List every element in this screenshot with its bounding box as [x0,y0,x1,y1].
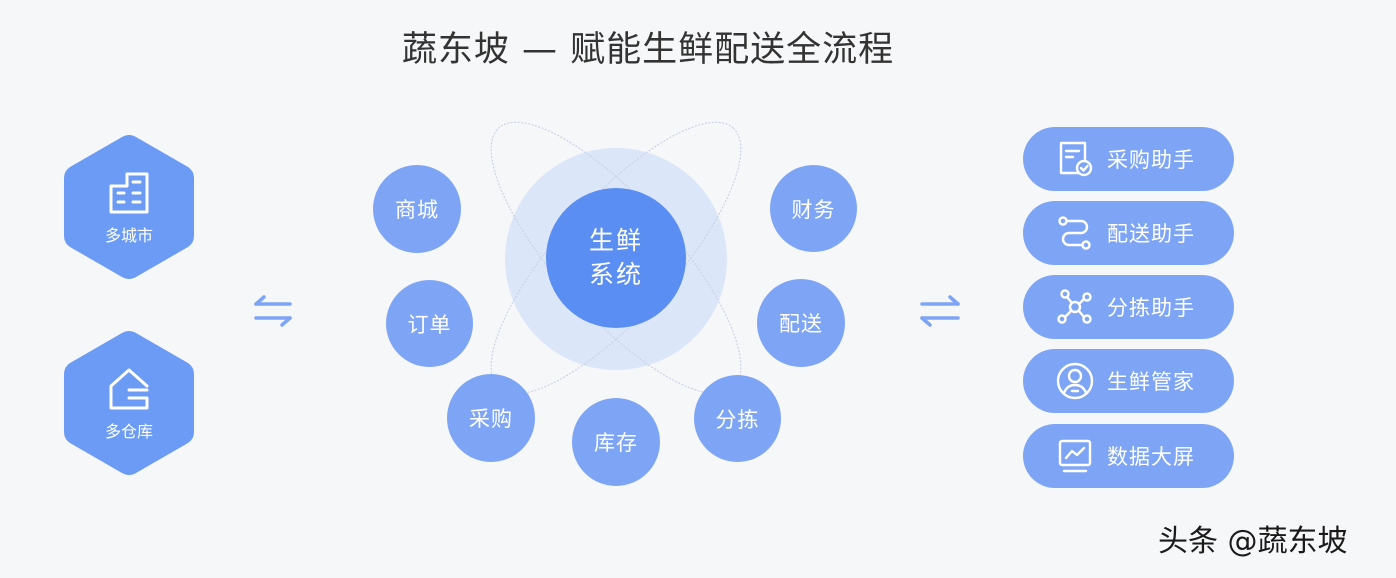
module-inventory: 库存 [572,398,660,486]
module-purchase: 采购 [447,374,535,462]
tool-label: 生鲜管家 [1107,370,1195,394]
core-label-line2: 系统 [588,260,643,289]
document-check-icon [1059,141,1093,177]
watermark: 头条 @蔬东坡 [1158,524,1348,559]
hexagon-shape [64,331,194,475]
warehouse-icon [109,368,149,410]
hex-multi-city: 多城市 [64,134,194,280]
tool-sorting-assistant: 分拣助手 [1023,275,1234,339]
hex-label: 多仓库 [104,422,153,441]
core-label-line1: 生鲜 [588,226,643,255]
monitor-chart-icon [1058,439,1092,473]
tool-purchase-assistant: 采购助手 [1023,127,1234,191]
bidirectional-arrow-icon [920,295,960,327]
hex-label: 多城市 [104,226,153,245]
buildings-icon [109,172,149,214]
module-label: 采购 [469,407,513,431]
module-label: 分拣 [715,407,760,432]
route-icon [1058,216,1091,250]
core-system-node: 生鲜 系统 [546,188,686,328]
user-profile-icon [1056,362,1094,400]
module-label: 配送 [779,312,823,336]
tool-label: 配送助手 [1107,222,1195,246]
tool-delivery-assistant: 配送助手 [1023,201,1234,265]
module-label: 订单 [407,312,452,337]
page-title: 蔬东坡 — 赋能生鲜配送全流程 [401,30,895,70]
module-label: 库存 [594,431,638,455]
hex-multi-warehouse: 多仓库 [64,330,194,476]
module-finance: 财务 [770,165,857,252]
module-sorting: 分拣 [694,375,781,462]
tool-fresh-manager: 生鲜管家 [1023,349,1234,413]
module-order: 订单 [386,280,473,367]
module-label: 商城 [395,198,439,222]
network-nodes-icon [1057,289,1092,324]
tool-label: 数据大屏 [1107,445,1195,469]
tool-label: 分拣助手 [1107,296,1195,320]
tool-label: 采购助手 [1107,148,1195,172]
module-shop: 商城 [373,165,461,253]
module-label: 财务 [791,197,836,222]
hexagon-shape [64,135,194,279]
tool-data-dashboard: 数据大屏 [1023,424,1234,488]
module-delivery: 配送 [757,279,845,367]
bidirectional-arrow-icon [254,295,292,327]
